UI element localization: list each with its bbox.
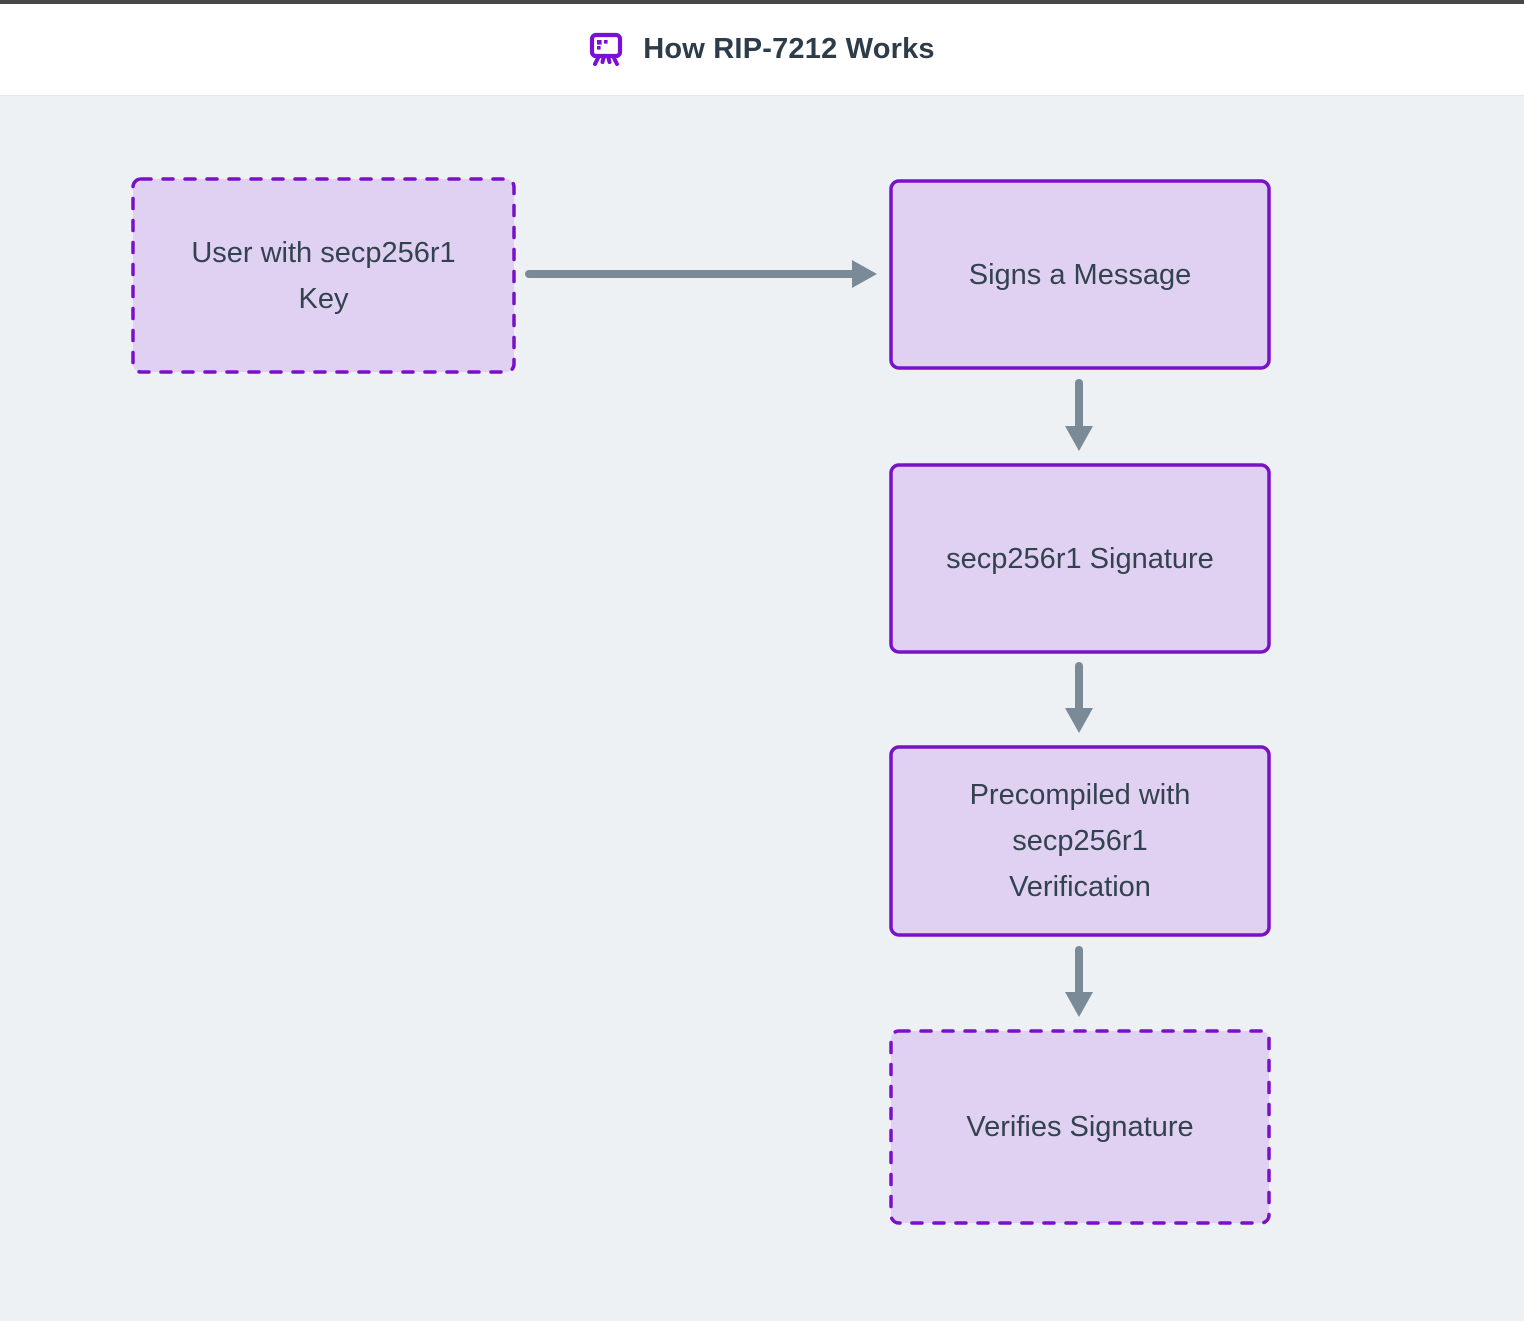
arrow-user-to-signs — [525, 260, 877, 288]
node-signs-message-box — [889, 179, 1271, 370]
top-strip — [0, 0, 1524, 4]
arrow-precompile-to-verifies — [1065, 946, 1093, 1017]
arrow-signature-to-precompile — [1065, 662, 1093, 733]
header: How RIP-7212 Works — [0, 4, 1524, 96]
whiteboard-icon — [589, 31, 623, 69]
node-verifies-box — [889, 1029, 1271, 1225]
bottom-strip — [0, 1321, 1524, 1335]
arrow-signs-to-signature — [1065, 379, 1093, 451]
diagram-title: How RIP-7212 Works — [643, 33, 935, 65]
node-precompile-box — [889, 745, 1271, 937]
node-user-key-box — [131, 177, 516, 374]
node-signature-box — [889, 463, 1271, 654]
diagram-canvas: User with secp256r1 Key Signs a Message … — [0, 96, 1524, 1321]
